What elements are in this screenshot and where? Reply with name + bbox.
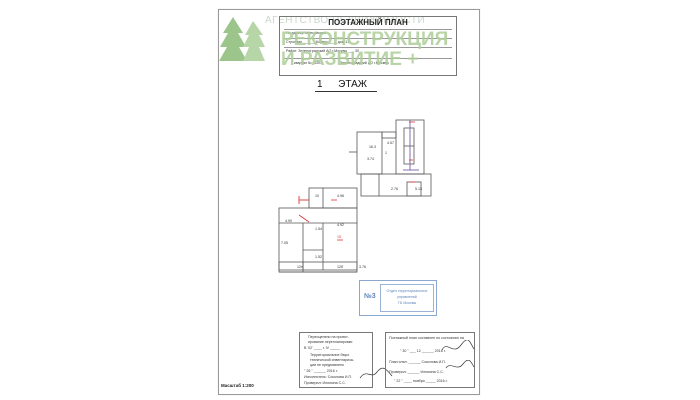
signature-icon [441,340,475,351]
floor-heading: 1 ЭТАЖ [317,80,367,90]
blue-stamp: №3 Отдел территориальных управлений ТБ М… [359,280,437,316]
kvartal-value: 4301 [314,61,322,65]
approval-line: В '02' ____ г. IV _____ [304,346,341,350]
plan-label: 3.74 [367,157,374,161]
plan-label: 12б [337,265,344,269]
plan-label: 3.76 [359,265,366,269]
plan-label: 16.3 [369,145,376,149]
approval-line: Переоценено на проект- [308,335,349,339]
address-row: По адресу: Мельникова [286,31,326,35]
kvartal-label: квартал № [294,61,312,65]
watermark-line1: РЕКОНСТРУКЦИЯ [281,29,449,50]
plan-label: 1.54 [315,227,322,231]
stamp-line1: Отдел территориальных [386,289,428,293]
plan-label: 4.90 [285,219,292,223]
signature-icon [359,367,393,379]
survey-block: Поэтажный план составлен по состоянию на… [385,332,475,388]
plan-label: 2.76 [391,187,398,191]
approval-line: Территориальное бюро [310,353,350,357]
plan-label: 4.96 [337,194,344,198]
watermark-agency: АГЕНТСТВО НЕДВИЖИМОСТИ [265,15,426,26]
stamp-number: №3 [364,293,376,300]
plan-label: 1 [385,151,387,155]
floor-word: ЭТАЖ [338,79,367,90]
plan-title: ПОЭТАЖНЫЙ ПЛАН [328,18,408,27]
district-name: Зеленоградский АО г.Москвы [340,61,389,65]
floor-number: 1 [317,79,323,90]
district-row: Район: Зеленоградский АО г.Москвы ___ 30 [286,49,360,53]
survey-line: Проверил: ______ Илюхина С.С. [389,370,444,374]
approval-line: Проверил: Илюхина С.С. [304,381,346,385]
stamp-inner-box: Отдел территориальных управлений ТБ Моск… [380,284,434,312]
approval-line: ирование перепланировки [308,340,353,344]
scale-label: Масштаб 1:200 [221,383,254,388]
plan-label: 10 [315,194,319,198]
survey-line: '' 30 '' ___ 12 ______ 2016 г. [400,349,446,353]
plan-label: 4.92 [337,223,344,227]
floor-plan-drawing [278,119,432,273]
plan-label: 4.57 [387,141,394,145]
stamp-line3: ТБ Москвы [397,301,417,305]
pine-tree-logo-icon [219,17,265,61]
signature-icon [445,360,475,369]
plan-label: 1.52 [315,255,322,259]
header-box: ПОЭТАЖНЫЙ ПЛАН По адресу: Мельникова Стр… [279,16,457,76]
plan-label: 12н [297,265,303,269]
approval-block: Переоценено на проект- ирование переплан… [299,332,373,388]
survey-line: План снял: ______ Соколова И.П. [389,360,446,364]
survey-line: '' 22 '' ____ ноября _____ 2016 г. [394,379,448,383]
stamp-line2: управлений [397,295,417,299]
plan-label: 7.05 [281,241,288,245]
approval-line: ции не предъявлено [310,363,345,367]
plan-label: 15 [337,235,341,239]
document-sheet: АГЕНТСТВО НЕДВИЖИМОСТИ ПОЭТАЖНЫЙ ПЛАН По… [218,9,480,395]
approval-line: технической инвентариза- [310,358,354,362]
watermark-line2: И РАЗВИТИЕ + [281,49,419,70]
survey-line: Поэтажный план составлен по состоянию на [389,336,464,340]
approval-line: '' 26 '' ______ 2016 г. [304,369,338,373]
floor-underline [315,91,377,92]
building-row: Строение ______ Корпус ____ дом 13 [286,40,350,44]
approval-line: Исполнитель: Соколова И.П. [304,375,353,379]
plan-label: 5.13 [415,187,422,191]
